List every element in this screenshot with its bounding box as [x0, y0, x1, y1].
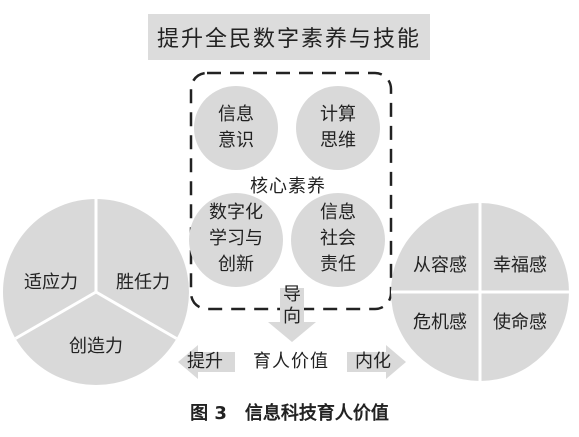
right-pie-label-mission: 使命感 [493, 312, 547, 333]
value-center-box [235, 347, 347, 377]
left-pie-label-competence: 胜任力 [116, 272, 170, 293]
right-pie-label-happiness: 幸福感 [493, 255, 547, 276]
figure-caption: 图 3 信息科技育人价值 [190, 403, 389, 424]
core-circle-computational-thinking [296, 86, 380, 170]
value-left-label: 提升 [187, 351, 223, 372]
core-item-info-awareness: 信息 意识 [218, 104, 254, 151]
core-item-info-social-responsibility: 信息 社会 责任 [320, 202, 356, 275]
core-item-digital-learning: 数字化 学习与 创新 [209, 202, 263, 275]
core-label: 核心素养 [250, 176, 326, 197]
core-circle-digital-learning [189, 193, 283, 287]
value-center-label: 育人价值 [253, 351, 329, 372]
guide-down-arrow [268, 288, 316, 342]
left-pie-label-adaptability: 适应力 [24, 272, 78, 293]
left-pie-label-creativity: 创造力 [69, 336, 123, 357]
title-text: 提升全民数字素养与技能 [156, 27, 421, 52]
right-pie-label-crisis: 危机感 [413, 312, 467, 333]
core-circle-info-awareness [194, 86, 278, 170]
title-banner: 提升全民数字素养与技能 [148, 14, 430, 60]
core-item-computational-thinking: 计算 思维 [320, 104, 356, 151]
core-circle-info-social-responsibility [291, 193, 385, 287]
core-dashed-box [189, 71, 393, 311]
right-pie-label-composure: 从容感 [413, 255, 467, 276]
value-right-label: 内化 [355, 351, 391, 372]
guide-label: 导 向 [283, 284, 301, 327]
